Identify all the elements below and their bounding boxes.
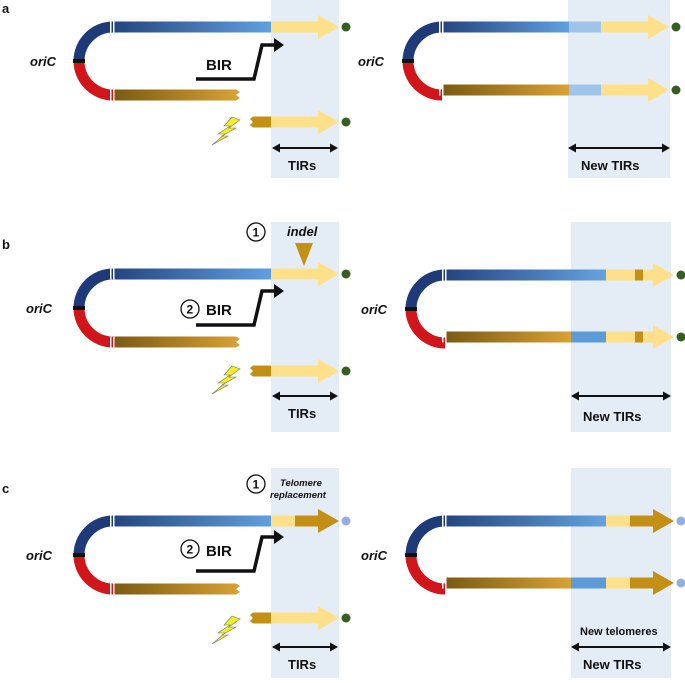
- indel-label: indel: [287, 224, 318, 239]
- lightning-icon: [212, 117, 240, 145]
- panel-letter-c: c: [2, 481, 9, 496]
- tirs-label-c: TIRs: [288, 657, 316, 672]
- oric-label-a-right: oriC: [358, 54, 385, 69]
- telomere-replacement-label-line2: replacement: [270, 490, 327, 501]
- panel-letter-a: a: [2, 1, 10, 16]
- new-tirs-label-c: New TIRs: [583, 657, 642, 672]
- step-number-b-2: 2: [187, 303, 194, 317]
- step-number-c-2: 2: [187, 543, 194, 557]
- oric-label-b-right: oriC: [361, 302, 388, 317]
- oric-label-c-left: oriC: [26, 548, 53, 563]
- lightning-icon: [212, 366, 240, 394]
- new-tirs-label-b: New TIRs: [583, 409, 642, 424]
- step-number-b-1: 1: [253, 226, 260, 240]
- panel-letter-b: b: [2, 237, 10, 252]
- tirs-label-a: TIRs: [288, 158, 316, 173]
- bir-label-a: BIR: [206, 57, 232, 74]
- bir-label-b: BIR: [206, 302, 232, 319]
- oric-label-c-right: oriC: [361, 548, 388, 563]
- bir-label-c: BIR: [206, 543, 232, 560]
- telomere-replacement-label-line1: Telomere: [280, 478, 323, 489]
- new-tirs-label-a: New TIRs: [581, 158, 640, 173]
- step-number-c-1: 1: [253, 478, 260, 492]
- tirs-label-b: TIRs: [288, 406, 316, 421]
- lightning-icon: [212, 616, 240, 644]
- oric-label-a-left: oriC: [30, 54, 57, 69]
- new-telomeres-label: New telomeres: [580, 626, 658, 638]
- oric-label-b-left: oriC: [26, 301, 53, 316]
